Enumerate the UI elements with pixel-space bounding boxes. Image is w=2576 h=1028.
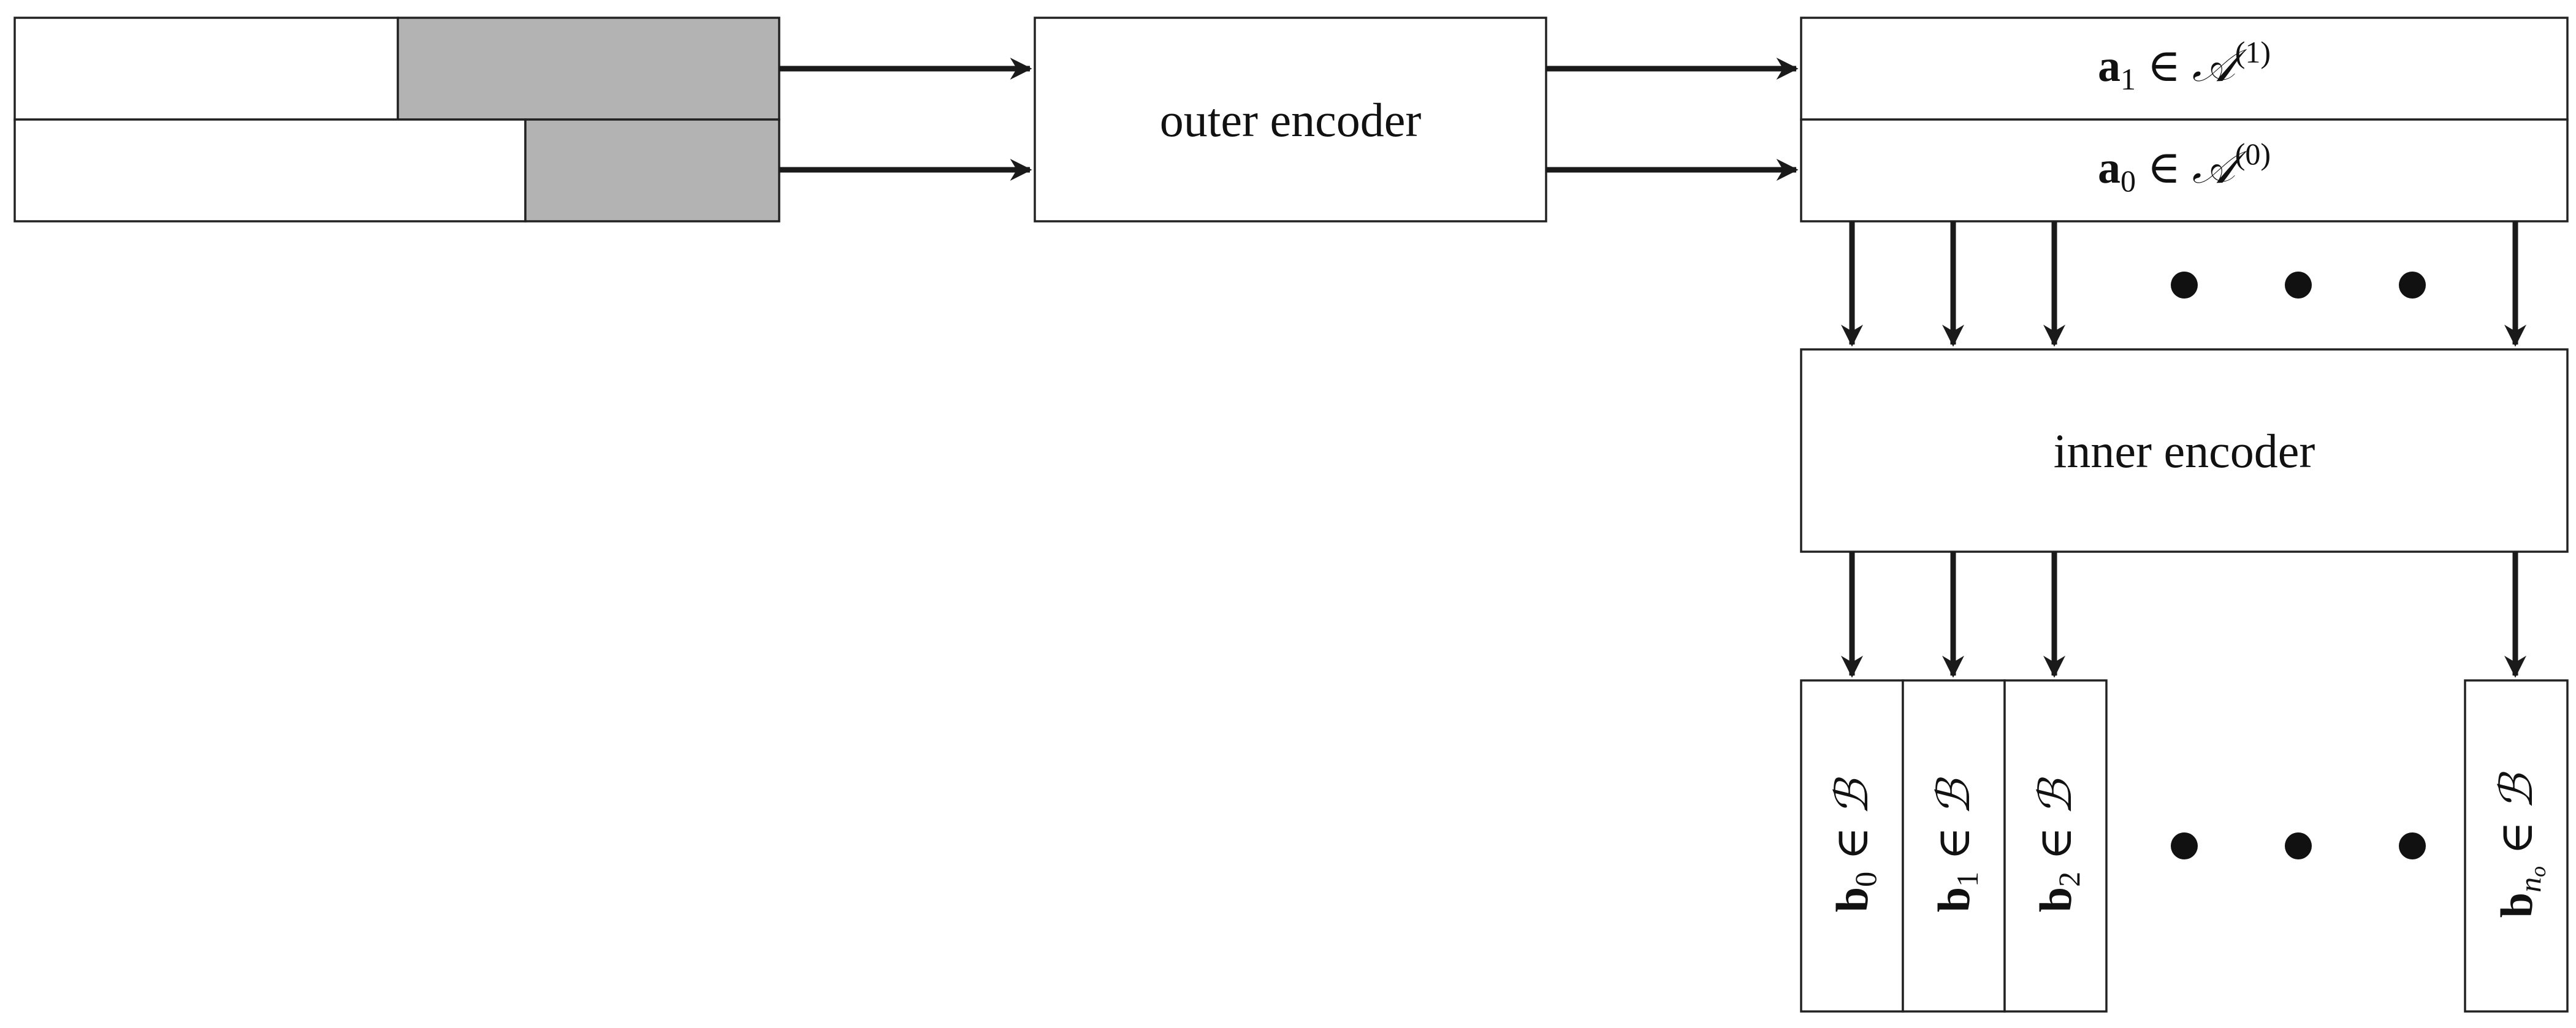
input-shaded-part-top	[397, 17, 780, 121]
ellipsis-dot-top-3	[2399, 272, 2426, 299]
b1-label: b1 ∈ ℬ	[1929, 777, 1984, 912]
a0-block	[1800, 118, 2569, 223]
ellipsis-dot-top-1	[2171, 272, 2198, 299]
b1-block	[1902, 679, 2006, 1013]
input-block-row-top	[13, 17, 780, 121]
outer-encoder-label: outer encoder	[1160, 93, 1422, 147]
ellipsis-dot-bottom-1	[2171, 832, 2198, 859]
inner-encoder-box	[1800, 348, 2569, 553]
b2-label: b2 ∈ ℬ	[2031, 777, 2086, 912]
inner-encoder-label: inner encoder	[2054, 424, 2315, 478]
ellipsis-dot-bottom-3	[2399, 832, 2426, 859]
input-shaded-part-bottom	[524, 118, 780, 223]
b0-block	[1800, 679, 1904, 1013]
b2-block	[2003, 679, 2108, 1013]
b0-label: b0 ∈ ℬ	[1827, 777, 1883, 912]
outer-encoder-box	[1034, 17, 1547, 223]
ellipsis-dot-bottom-2	[2285, 832, 2312, 859]
bno-block	[2464, 679, 2569, 1013]
a0-label: a0 ∈ 𝒜(0)	[2098, 137, 2271, 198]
input-block-row-bottom	[13, 118, 780, 223]
ellipsis-dot-top-2	[2285, 272, 2312, 299]
bno-label: bno ∈ ℬ	[2492, 771, 2550, 918]
